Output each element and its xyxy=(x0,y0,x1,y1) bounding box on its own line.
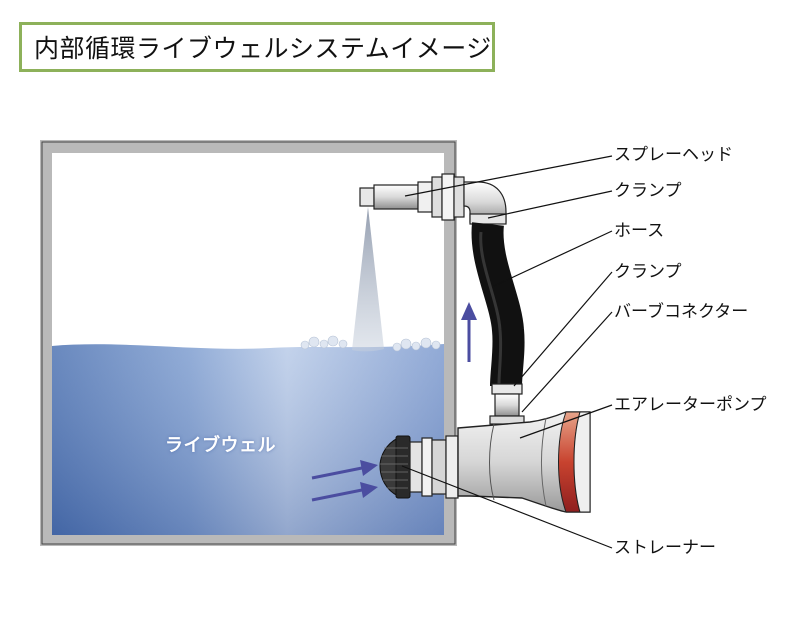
leader-hose xyxy=(493,230,613,287)
label-strainer: ストレーナー xyxy=(614,538,716,558)
label-clamp-top: クランプ xyxy=(614,181,682,201)
water-foam xyxy=(300,335,441,352)
leader-aerator-pump xyxy=(519,404,613,439)
leader-strainer xyxy=(401,465,613,549)
arrow-upward xyxy=(461,302,477,362)
label-clamp-bottom: クランプ xyxy=(614,262,682,282)
livewell-tank xyxy=(40,140,457,546)
livewell-label: ライブウェル xyxy=(165,435,276,456)
arrow-inflow-2 xyxy=(311,482,378,502)
leader-barb-connector xyxy=(521,311,613,413)
leader-lines xyxy=(401,155,613,549)
diagram-title: 内部循環ライブウェルシステムイメージ xyxy=(34,34,492,63)
title-box: 内部循環ライブウェルシステムイメージ xyxy=(19,22,495,72)
leader-clamp-top xyxy=(487,190,613,219)
flow-arrows xyxy=(311,302,477,502)
label-barb-connector: バーブコネクター xyxy=(614,302,749,322)
spray-stream xyxy=(352,207,384,352)
water-shade xyxy=(52,344,444,535)
leader-spray-head xyxy=(404,155,613,197)
label-spray-head: スプレーヘッド xyxy=(614,145,733,165)
spray-head xyxy=(359,173,507,225)
tank-wall-outline xyxy=(41,141,456,545)
hose xyxy=(471,222,525,387)
label-aerator-pump: エアレーターポンプ xyxy=(614,395,767,415)
label-hose: ホース xyxy=(614,221,665,241)
through-hull-fitting xyxy=(409,435,459,499)
arrow-inflow-1 xyxy=(311,460,378,480)
aerator-pump xyxy=(457,411,591,513)
barb-connector xyxy=(489,383,525,425)
leader-clamp-bottom xyxy=(513,271,613,387)
clamp-bottom-band xyxy=(491,383,523,395)
